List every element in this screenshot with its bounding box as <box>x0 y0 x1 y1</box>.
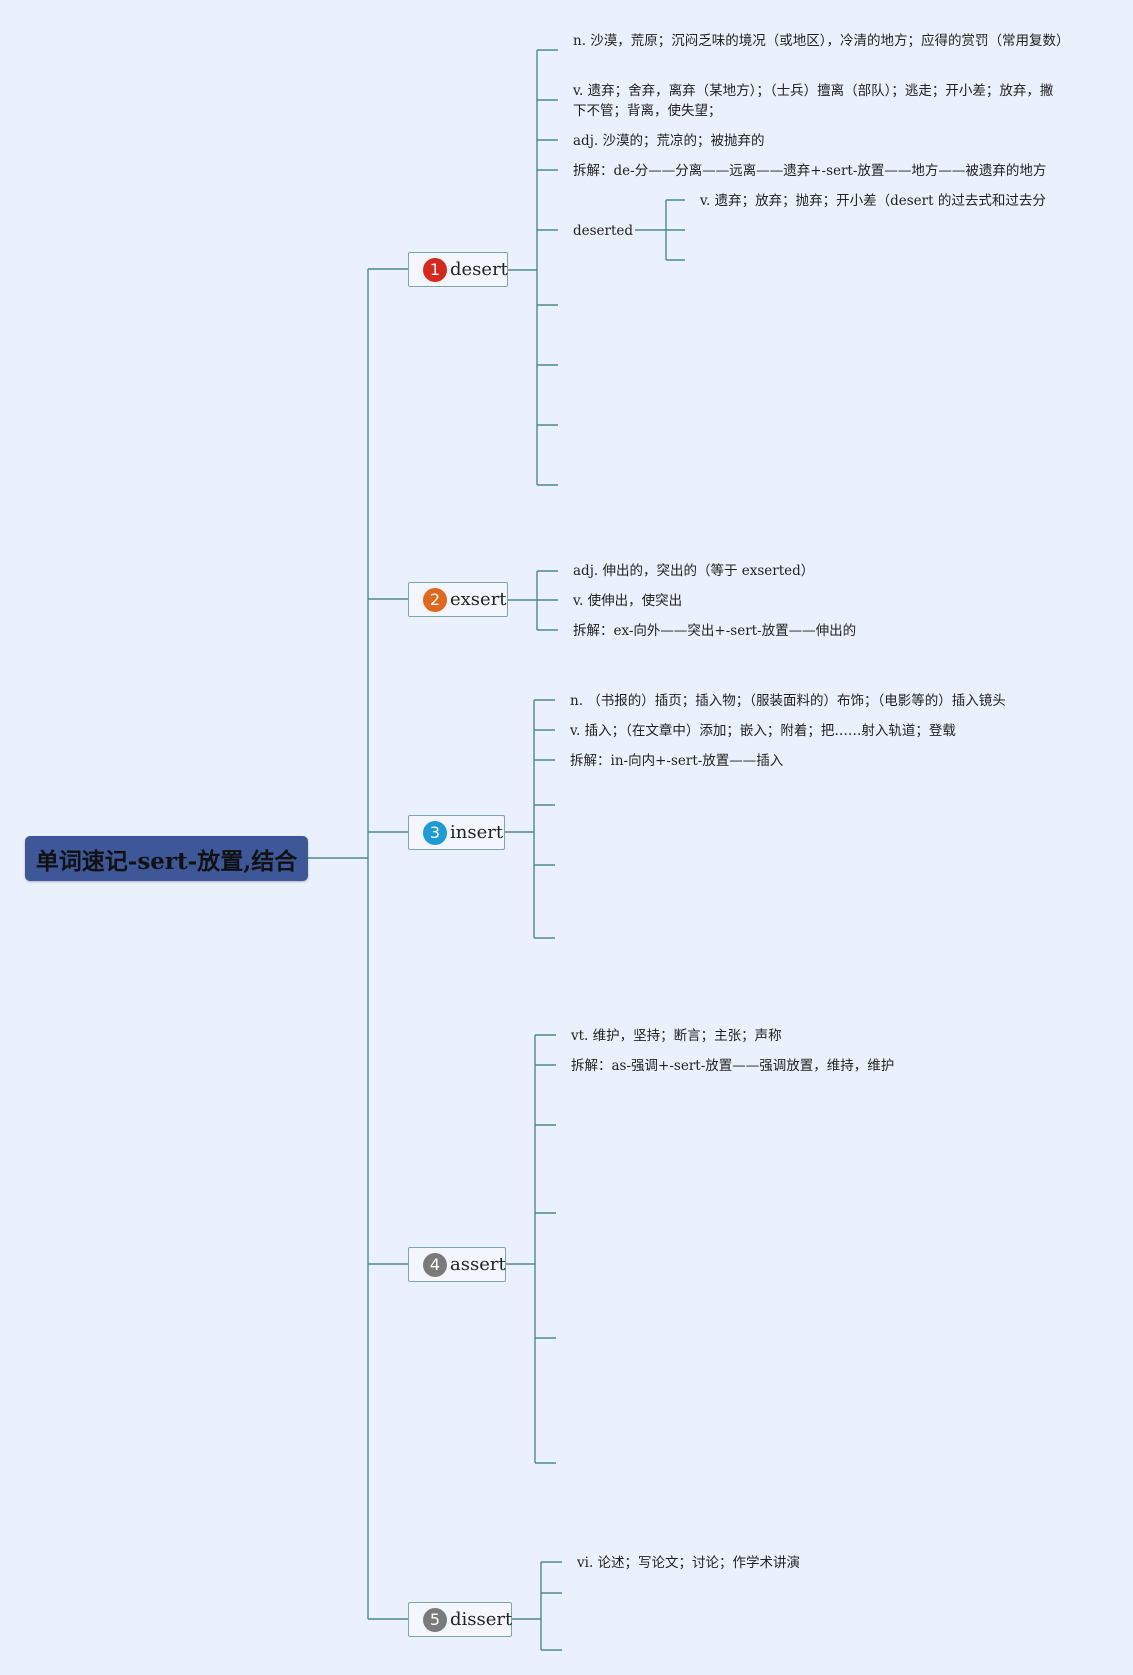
root-topic[interactable]: 单词速记-sert-放置,结合 <box>25 836 308 881</box>
topic-assert-label: assert <box>450 1254 506 1275</box>
desert-subtopic-deserted[interactable]: deserted <box>573 223 634 239</box>
desert-leaf-adj[interactable]: adj. 沙漠的；荒凉的；被抛弃的 <box>573 133 765 149</box>
number-badge-1: 1 <box>423 257 447 282</box>
desert-leaf-breakdown[interactable]: 拆解：de-分——分离——远离——遗弃+-sert-放置——地方——被遗弃的地方 <box>573 163 1047 179</box>
exsert-leaf-adj[interactable]: adj. 伸出的，突出的（等于 exserted） <box>573 563 815 579</box>
number-badge-5: 5 <box>423 1607 447 1632</box>
insert-leaf-noun[interactable]: n. （书报的）插页；插入物；（服装面料的）布饰；（电影等的）插入镜头 <box>570 693 1006 709</box>
desert-leaf-noun[interactable]: n. 沙漠，荒原；沉闷乏味的境况（或地区），冷清的地方；应得的赏罚（常用复数） <box>573 33 1070 49</box>
topic-desert[interactable]: 1 desert <box>408 252 508 287</box>
insert-leaf-verb[interactable]: v. 插入；（在文章中）添加；嵌入；附着；把……射入轨道；登载 <box>570 723 956 739</box>
number-badge-4: 4 <box>423 1252 447 1277</box>
topic-assert[interactable]: 4 assert <box>408 1247 506 1282</box>
root-topic-label: 单词速记-sert-放置,结合 <box>35 847 298 875</box>
dissert-leaf-verb[interactable]: vi. 论述；写论文；讨论；作学术讲演 <box>577 1555 801 1571</box>
topic-insert-label: insert <box>450 822 504 843</box>
desert-leaf-verb[interactable]: v. 遗弃；舍弃，离弃（某地方）；（士兵）擅离（部队）；逃走；开小差；放弃，撇下… <box>573 83 1054 119</box>
number-badge-2: 2 <box>423 587 447 612</box>
assert-leaf-verb[interactable]: vt. 维护，坚持；断言；主张；声称 <box>571 1028 782 1044</box>
topic-desert-label: desert <box>450 259 508 280</box>
topic-insert[interactable]: 3 insert <box>408 815 505 850</box>
topic-exsert-label: exsert <box>450 589 507 610</box>
deserted-leaf-verb[interactable]: v. 遗弃；放弃；抛弃；开小差（desert 的过去式和过去分 <box>700 193 1046 209</box>
exsert-leaf-breakdown[interactable]: 拆解：ex-向外——突出+-sert-放置——伸出的 <box>573 623 857 639</box>
exsert-leaf-verb[interactable]: v. 使伸出，使突出 <box>573 593 683 609</box>
insert-leaf-breakdown[interactable]: 拆解：in-向内+-sert-放置——插入 <box>570 753 784 769</box>
topic-dissert[interactable]: 5 dissert <box>408 1602 512 1637</box>
topic-exsert[interactable]: 2 exsert <box>408 582 508 617</box>
assert-leaf-breakdown[interactable]: 拆解：as-强调+-sert-放置——强调放置，维持，维护 <box>571 1058 895 1074</box>
topic-dissert-label: dissert <box>450 1609 513 1630</box>
number-badge-3: 3 <box>423 820 447 845</box>
